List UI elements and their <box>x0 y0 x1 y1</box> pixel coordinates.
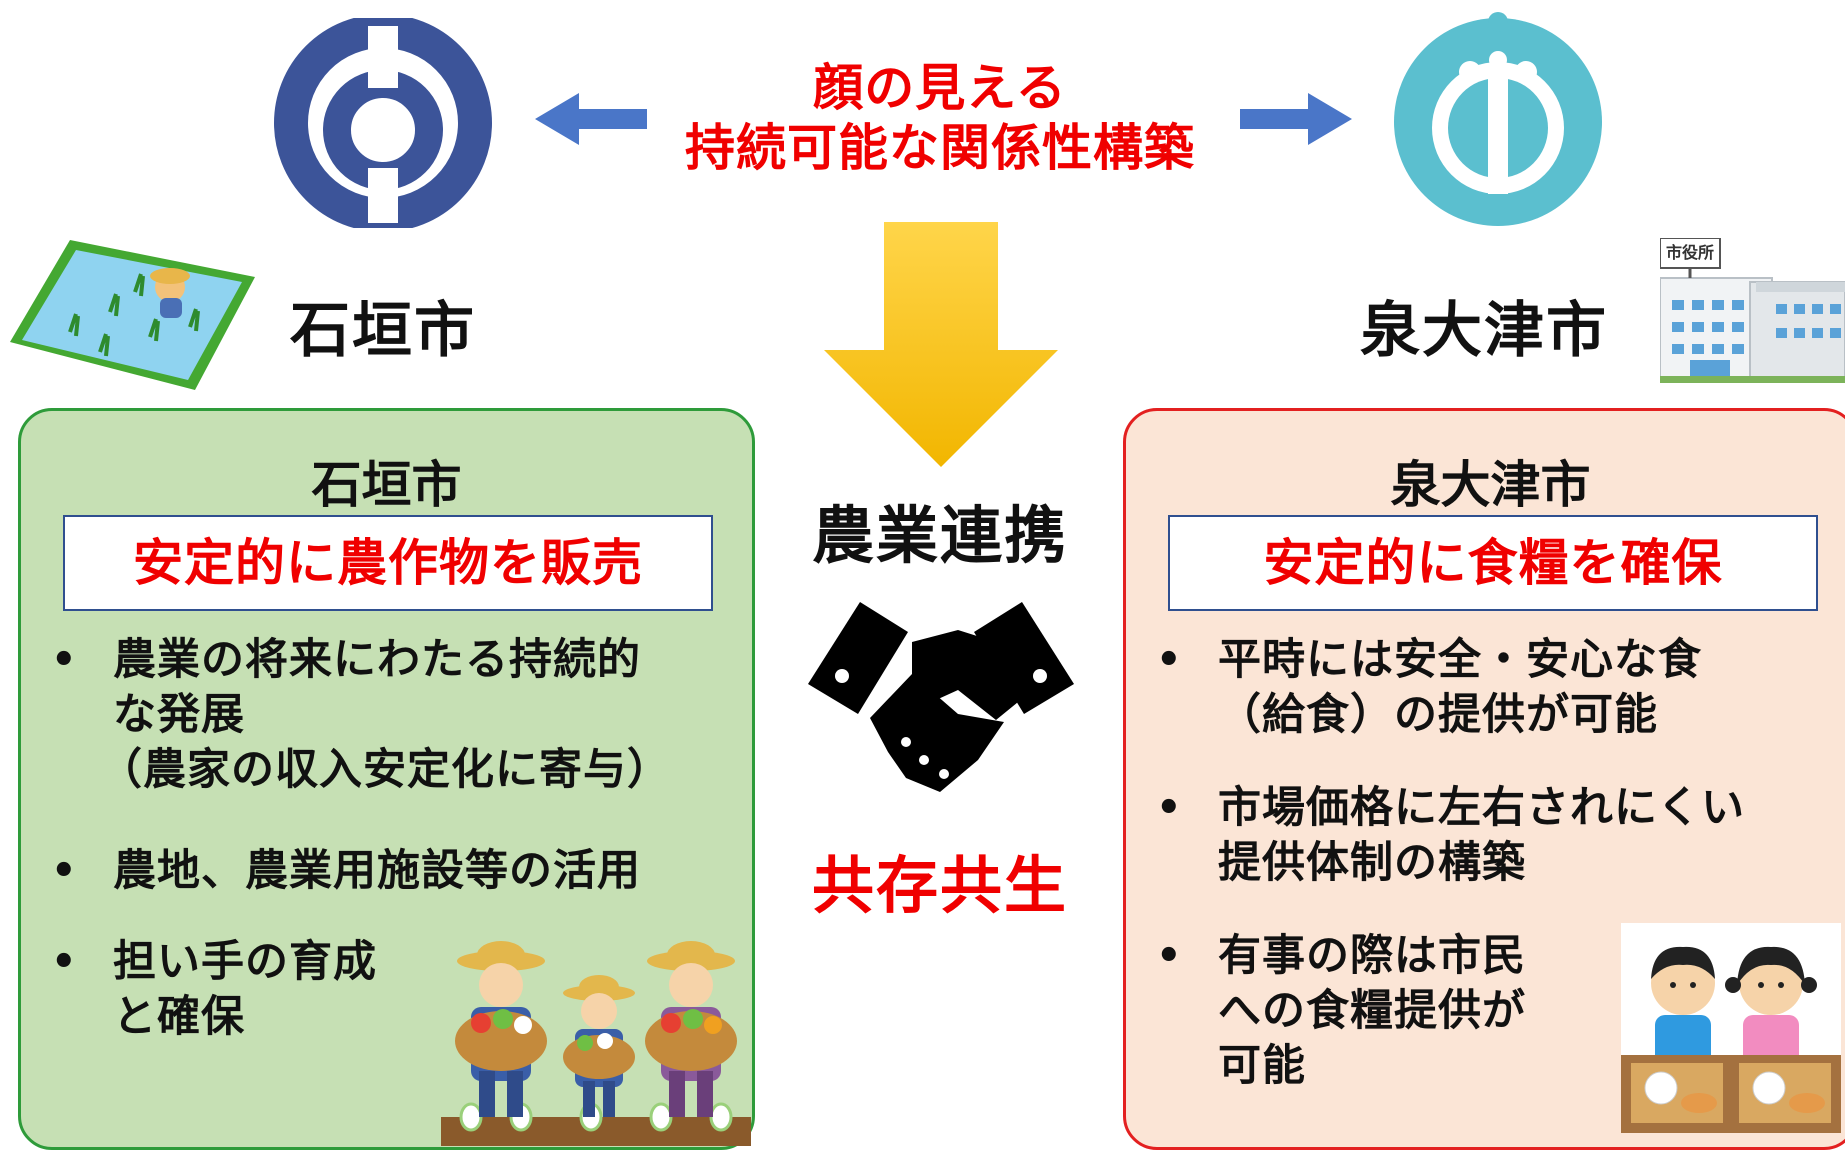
handshake-icon <box>808 602 1074 792</box>
ishigaki-emblem-icon <box>274 18 492 228</box>
header-title-line-1: 顔の見える <box>813 59 1067 117</box>
izumiotsu-panel: 泉大津市 安定的に食糧を確保 • 平時には安全・安心な食 （給食）の提供が可能 … <box>1123 408 1845 1150</box>
ishigaki-city-name: 石垣市 <box>290 296 476 366</box>
city-hall-illustration: 市役所 <box>1660 238 1845 383</box>
izumiotsu-bullet-2: • 市場価格に左右されにくい 提供体制の構築 <box>1156 781 1746 891</box>
ishigaki-bullet-3: • 担い手の育成 と確保 <box>51 935 377 1045</box>
bullet-line: 有事の際は市民 <box>1218 931 1526 981</box>
bullet-line: 市場価格に左右されにくい <box>1218 783 1746 833</box>
izumiotsu-panel-heading: 泉大津市 <box>1390 456 1591 514</box>
bullet-dot: • <box>1156 637 1183 683</box>
ishigaki-bullet-1: • 農業の将来にわたる持続的 な発展 （農家の収入安定化に寄与） <box>51 633 671 798</box>
bullet-line: な発展 <box>113 690 245 740</box>
bullet-dot: • <box>51 848 78 894</box>
left-arrow-icon <box>535 93 647 145</box>
down-arrow-icon <box>824 222 1058 467</box>
coexistence-label: 共存共生 <box>811 849 1068 922</box>
header-title-line-2: 持続可能な関係性構築 <box>685 119 1195 177</box>
city-hall-sign: 市役所 <box>1665 243 1714 262</box>
izumiotsu-bullet-1: • 平時には安全・安心な食 （給食）の提供が可能 <box>1156 633 1702 743</box>
bullet-dot: • <box>51 939 78 985</box>
izumiotsu-emblem-icon <box>1394 12 1602 226</box>
izumiotsu-goal-box: 安定的に食糧を確保 <box>1168 515 1818 611</box>
header-title: 顔の見える 持続可能な関係性構築 <box>650 58 1230 178</box>
bullet-line: への食糧提供が <box>1218 986 1526 1036</box>
bullet-line: 平時には安全・安心な食 <box>1218 635 1702 685</box>
bullet-line: （給食）の提供が可能 <box>1218 690 1658 740</box>
bullet-line: 担い手の育成 <box>113 937 377 987</box>
school-lunch-illustration <box>1621 923 1841 1133</box>
ishigaki-bullet-2: • 農地、農業用施設等の活用 <box>51 844 641 899</box>
ishigaki-panel-heading: 石垣市 <box>311 456 462 514</box>
bullet-dot: • <box>1156 785 1183 831</box>
right-arrow-icon <box>1240 93 1352 145</box>
bullet-line: 農業の将来にわたる持続的 <box>113 635 641 685</box>
izumiotsu-city-name: 泉大津市 <box>1360 296 1608 366</box>
bullet-line: と確保 <box>113 992 245 1042</box>
bullet-line: （農家の収入安定化に寄与） <box>99 745 671 795</box>
bullet-dot: • <box>1156 933 1183 979</box>
ishigaki-panel: 石垣市 安定的に農作物を販売 • 農業の将来にわたる持続的 な発展 （農家の収入… <box>18 408 755 1150</box>
bullet-line: 農地、農業用施設等の活用 <box>113 846 641 896</box>
ishigaki-goal-box: 安定的に農作物を販売 <box>63 515 713 611</box>
farmers-illustration <box>441 941 751 1146</box>
partnership-label: 農業連携 <box>811 499 1068 572</box>
bullet-line: 提供体制の構築 <box>1218 838 1526 888</box>
rice-paddy-illustration <box>10 240 255 390</box>
bullet-line: 可能 <box>1218 1041 1306 1091</box>
bullet-dot: • <box>51 637 78 683</box>
izumiotsu-bullet-3: • 有事の際は市民 への食糧提供が 可能 <box>1156 929 1526 1094</box>
